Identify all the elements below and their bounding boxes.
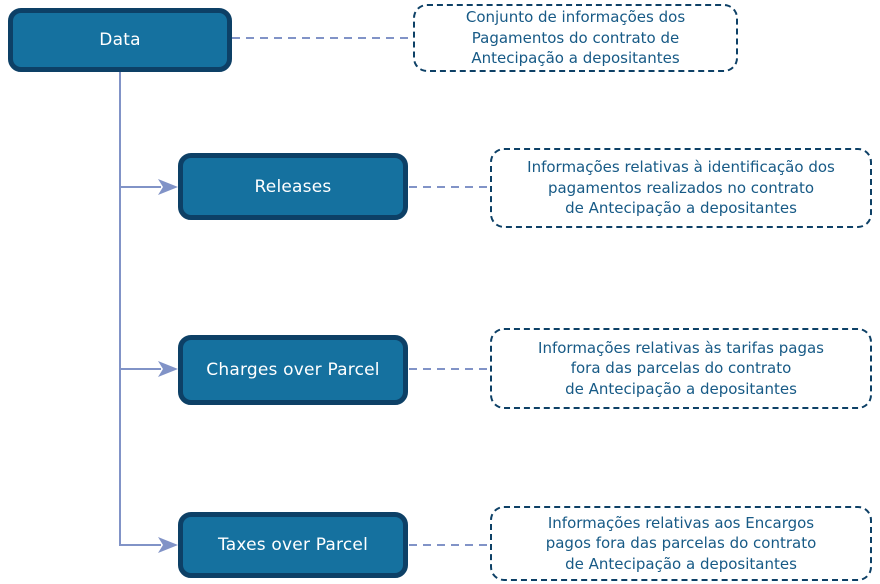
node-data: Data (8, 8, 232, 72)
node-data-label: Data (99, 30, 141, 50)
node-charges-label: Charges over Parcel (206, 360, 380, 380)
node-taxes-over-parcel: Taxes over Parcel (178, 512, 408, 578)
branch-charges-arrow-icon (158, 361, 178, 377)
branch-taxes-arrow-icon (158, 537, 178, 553)
description-data: Conjunto de informações dos Pagamentos d… (413, 4, 738, 72)
description-releases: Informações relativas à identificação do… (490, 148, 872, 228)
description-charges: Informações relativas às tarifas pagas f… (490, 328, 872, 409)
node-releases: Releases (178, 153, 408, 220)
description-taxes: Informações relativas aos Encargos pagos… (490, 506, 872, 581)
description-taxes-text: Informações relativas aos Encargos pagos… (545, 513, 817, 573)
node-releases-label: Releases (254, 176, 332, 197)
node-charges-over-parcel: Charges over Parcel (178, 335, 408, 405)
branch-releases-arrow-icon (158, 179, 178, 195)
node-taxes-label: Taxes over Parcel (217, 535, 368, 555)
description-releases-text: Informações relativas à identificação do… (527, 158, 835, 218)
description-charges-text: Informações relativas às tarifas pagas f… (538, 338, 824, 398)
description-data-text: Conjunto de informações dos Pagamentos d… (465, 8, 686, 68)
